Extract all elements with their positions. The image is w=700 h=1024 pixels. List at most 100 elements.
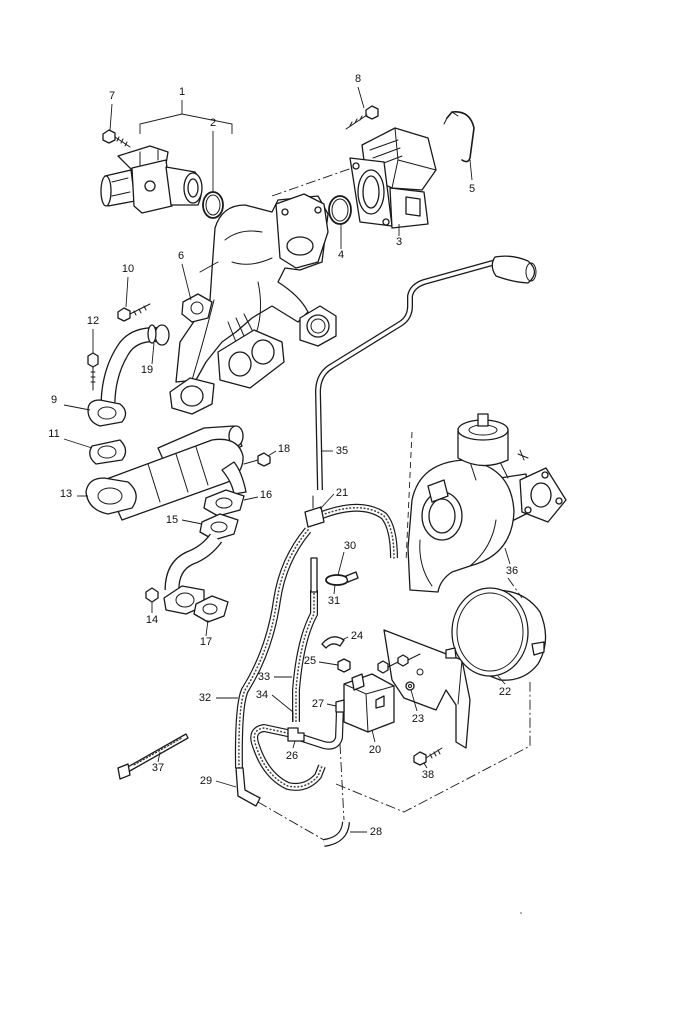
vacuum-pipe-end-hose (491, 255, 536, 284)
turbocharger-flange-hole (555, 497, 563, 505)
callout-27: 27 (312, 698, 324, 710)
leader-line-24 (341, 636, 349, 641)
gasket-17 (193, 595, 229, 623)
bolt-10-head (117, 307, 131, 322)
egr-valve-detail (111, 149, 159, 197)
gasket-2 (202, 191, 224, 219)
callout-24: 24 (351, 630, 363, 642)
leader-line-37 (157, 751, 161, 763)
solenoid-valve-edges (343, 683, 395, 733)
gasket-2-inner (205, 194, 221, 216)
leader-line-31 (333, 584, 336, 595)
bolt-7-head (102, 129, 116, 144)
throttle-body-bolt-hole (352, 162, 360, 170)
wire-clip-5-wire (446, 111, 475, 163)
solenoid-valve-body (343, 673, 395, 733)
callout-36: 36 (506, 565, 518, 577)
turbocharger-scroll-line (419, 519, 497, 587)
gasket-6-plate (181, 293, 213, 323)
gasket-15-plate (199, 513, 239, 541)
solenoid-valve-connector (351, 673, 365, 691)
vacuum-canister-rim (456, 592, 524, 672)
leader-line-5 (469, 159, 473, 181)
leader-lines (63, 86, 511, 833)
callout-19: 19 (141, 364, 153, 376)
leader-line-7 (109, 103, 113, 131)
vacuum-canister-nozzle (531, 641, 545, 656)
throttle-body (349, 127, 437, 229)
intake-manifold-center-port (228, 351, 252, 377)
callout-21: 21 (336, 487, 348, 499)
hose-upper (322, 508, 394, 558)
intake-manifold-right-port-inner (310, 318, 326, 334)
intake-manifold-top-flange (275, 193, 329, 269)
callout-33: 33 (258, 671, 270, 683)
clamp-30-band (325, 574, 349, 586)
callout-22: 22 (499, 686, 511, 698)
egr-valve-port-inner (187, 178, 199, 198)
leader-line-9 (63, 404, 91, 411)
gasket-16 (203, 489, 245, 517)
intake-manifold-top-port (286, 236, 314, 256)
screw-shank (407, 653, 421, 661)
callout-28: 28 (370, 826, 382, 838)
clamp-30-tab (345, 571, 359, 583)
intake-manifold-right-port (306, 314, 330, 338)
turbocharger-boost-port (427, 479, 449, 503)
gasket-6-hole (190, 301, 204, 315)
leader-line-30 (337, 551, 345, 576)
mounting-bracket-hole (416, 668, 424, 676)
intake-manifold-center-flange (217, 329, 285, 389)
gasket-11 (89, 439, 127, 465)
callout-17: 17 (200, 636, 212, 648)
gasket-16-hole (215, 497, 233, 509)
gasket-4-ring (328, 195, 352, 225)
callout-25: 25 (304, 655, 316, 667)
cable-tie-37 (117, 733, 189, 780)
throttle-body-bolt-hole (382, 218, 390, 226)
mounting-bracket-edge (457, 659, 463, 705)
callout-37: 37 (152, 762, 164, 774)
leader-line-10 (125, 276, 129, 308)
bolt-12-head (87, 352, 99, 368)
leader-line-25 (318, 661, 339, 666)
washer-23-hole (408, 684, 412, 688)
leader-line-11 (63, 438, 93, 449)
bolt-12-shank (90, 366, 96, 391)
clip-24 (321, 636, 345, 649)
vacuum-canister-face (451, 587, 529, 677)
callout-12: 12 (87, 315, 99, 327)
egr-pipe (108, 324, 170, 402)
hose-28 (324, 822, 346, 843)
throttle-body-connector (405, 196, 421, 217)
connector-21 (304, 506, 325, 528)
egr-cooler-outlet-elbow (221, 461, 247, 495)
gasket-16-plate (203, 489, 245, 517)
bolt-10 (117, 303, 151, 322)
gasket-11-hole (97, 445, 117, 459)
callout-10: 10 (122, 263, 134, 275)
vacuum-canister (445, 587, 547, 681)
callout-13: 13 (60, 488, 72, 500)
bolt-7-shank (114, 136, 131, 148)
intake-manifold-bolt-hole (314, 206, 322, 214)
callout-9: 9 (51, 394, 57, 406)
bolt-18 (243, 452, 271, 467)
bolt-8-head (365, 105, 379, 120)
egr-valve-boss (144, 180, 156, 192)
flange-9-port (97, 406, 117, 420)
bolt-38-head (413, 751, 427, 766)
callout-26: 26 (286, 750, 298, 762)
leader-line-18 (267, 450, 277, 457)
bolt-38-shank (425, 747, 443, 759)
solenoid-valve-port (335, 699, 345, 713)
vacuum-pipe-35 (318, 255, 537, 490)
turbocharger-flange-hole (541, 471, 549, 479)
callout-3: 3 (396, 236, 402, 248)
wastegate-actuator-nipple (477, 413, 489, 427)
wire-clip-5 (443, 111, 475, 163)
turbocharger-stud (517, 449, 529, 461)
connector-29 (235, 767, 261, 807)
bolt-14 (145, 587, 159, 603)
